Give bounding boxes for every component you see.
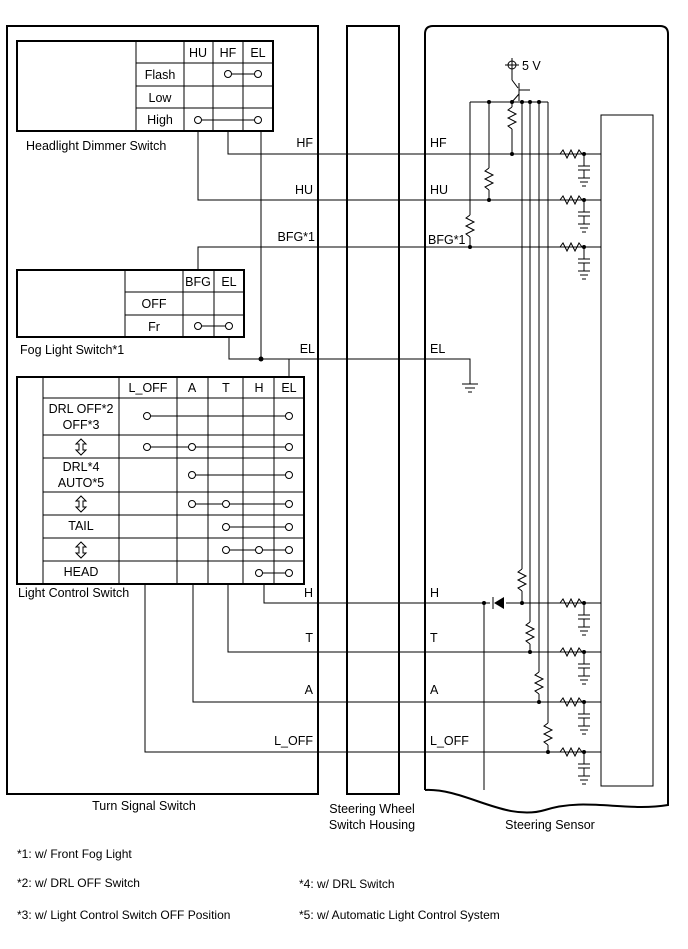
steering-sensor-label: Steering Sensor [505, 818, 595, 832]
wire-label-left-a: A [305, 683, 314, 697]
lcs-row-drl-off: DRL OFF*2 [49, 402, 114, 416]
fog-row-fr: Fr [148, 320, 160, 334]
dimmer-row-flash: Flash [145, 68, 176, 82]
turn-signal-switch-label: Turn Signal Switch [92, 799, 196, 813]
switch-housing-label-2: Switch Housing [329, 818, 415, 832]
sensor-internal-circuit: 5 V [464, 58, 554, 790]
steering-wheel-switch-housing-outline [346, 25, 400, 795]
wire-label-left-t: T [305, 631, 313, 645]
wire-label-right-bfg: BFG*1 [428, 233, 466, 247]
lcs-row-tail: TAIL [68, 519, 94, 533]
sensor-ecu-block [600, 114, 654, 787]
input-filters [559, 148, 590, 785]
note-1: *1: w/ Front Fog Light [17, 847, 132, 861]
lcs-col-a: A [188, 381, 197, 395]
lcs-col-el: EL [281, 381, 296, 395]
fog-light-switch: BFG EL OFF Fr Fog Light Switch*1 [16, 269, 245, 357]
up-down-arrow-icon [74, 438, 88, 456]
fog-title: Fog Light Switch*1 [20, 343, 124, 357]
wires [144, 131, 601, 753]
up-down-arrow-icon [74, 495, 88, 513]
note-3: *3: w/ Light Control Switch OFF Position [17, 908, 230, 922]
wire-label-right-hf: HF [430, 136, 447, 150]
note-2: *2: w/ DRL OFF Switch [17, 876, 140, 890]
wire-label-right-hu: HU [430, 183, 448, 197]
lcs-row-drl: DRL*4 [63, 460, 100, 474]
wire-label-right-l-off: L_OFF [430, 734, 469, 748]
headlight-dimmer-switch: HU HF EL Flash Low High Headlight Dimmer… [16, 40, 274, 153]
note-5: *5: w/ Automatic Light Control System [299, 908, 500, 922]
dimmer-row-low: Low [149, 91, 173, 105]
diode-icon [494, 597, 504, 609]
lcs-title: Light Control Switch [18, 586, 129, 600]
dimmer-col-hf: HF [220, 46, 237, 60]
lcs-col-h: H [254, 381, 263, 395]
note-4: *4: w/ DRL Switch [299, 877, 395, 891]
dimmer-col-hu: HU [189, 46, 207, 60]
up-down-arrow-icon [74, 541, 88, 559]
wire-label-right-el: EL [430, 342, 445, 356]
wire-label-right-a: A [430, 683, 439, 697]
lcs-row-off: OFF*3 [63, 418, 100, 432]
wire-label-right-h: H [430, 586, 439, 600]
lcs-col-t: T [222, 381, 230, 395]
wire-label-left-l-off: L_OFF [274, 734, 313, 748]
dimmer-row-high: High [147, 113, 173, 127]
lcs-row-head: HEAD [64, 565, 99, 579]
ground-icon [462, 383, 478, 393]
steering-sensor-outline [424, 25, 669, 814]
wire-label-left-hf: HF [296, 136, 313, 150]
dimmer-col-el: EL [250, 46, 265, 60]
fog-col-el: EL [221, 275, 236, 289]
light-control-switch: L_OFF A T H EL DRL OFF*2 OFF*3 DRL*4 AUT… [16, 376, 305, 600]
wire-label-left-bfg: BFG*1 [277, 230, 315, 244]
lcs-row-auto: AUTO*5 [58, 476, 104, 490]
fog-row-off: OFF [142, 297, 167, 311]
wire-label-left-h: H [304, 586, 313, 600]
switch-housing-label-1: Steering Wheel [329, 802, 414, 816]
wire-label-left-el: EL [300, 342, 315, 356]
wire-label-left-hu: HU [295, 183, 313, 197]
lcs-col-l-off: L_OFF [129, 381, 168, 395]
supply-voltage: 5 V [522, 59, 541, 73]
dimmer-title: Headlight Dimmer Switch [26, 139, 166, 153]
turn-signal-switch-outline [6, 25, 319, 795]
wire-label-right-t: T [430, 631, 438, 645]
fog-col-bfg: BFG [185, 275, 211, 289]
